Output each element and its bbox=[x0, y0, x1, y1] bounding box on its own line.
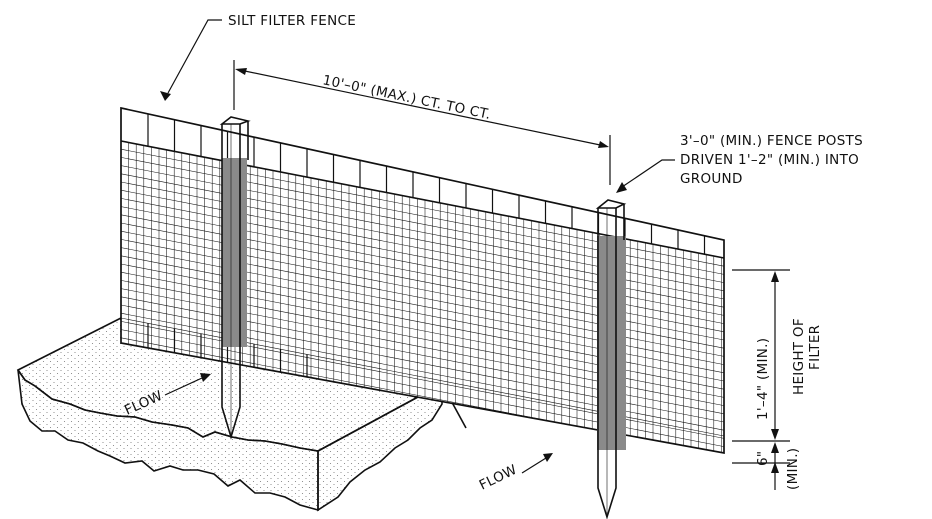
label-flow-bottom: FLOW bbox=[477, 462, 520, 494]
label-filter-height: 1'–4" (MIN.) bbox=[755, 338, 771, 420]
flow-arrow-bottom: FLOW bbox=[477, 453, 553, 494]
dim-line bbox=[239, 69, 606, 147]
post-left-top bbox=[219, 116, 251, 160]
label-fence-posts-line2: DRIVEN 1'–2" (MIN.) INTO bbox=[680, 152, 859, 168]
flow-bottom-shaft bbox=[521, 457, 547, 474]
posts-leader-arrowhead bbox=[616, 182, 627, 193]
label-post-spacing: 10'–0" (MAX.) CT. TO CT. bbox=[321, 72, 492, 123]
leader-line bbox=[167, 19, 222, 94]
flow-bottom-arrowhead bbox=[543, 453, 553, 462]
dim-arrow-right bbox=[598, 141, 609, 148]
callout-fence-posts: 3'–0" (MIN.) FENCE POSTS DRIVEN 1'–2" (M… bbox=[616, 133, 863, 193]
callout-silt-filter-fence: SILT FILTER FENCE bbox=[160, 13, 356, 101]
fence-post-left bbox=[219, 116, 251, 440]
dimension-filter-height: 1'–4" (MIN.) HEIGHT OF FILTER 6" (MIN.) bbox=[732, 269, 823, 490]
fence-post-right bbox=[595, 199, 627, 519]
post-left-shadow bbox=[222, 158, 247, 347]
flow-left-shaft bbox=[164, 377, 203, 396]
label-fence-posts-line1: 3'–0" (MIN.) FENCE POSTS bbox=[680, 133, 863, 149]
ground-right-face bbox=[317, 382, 443, 512]
fabric-bottom-band bbox=[147, 323, 308, 377]
height-arrow-bottom bbox=[771, 429, 779, 440]
label-fence-posts-line3: GROUND bbox=[680, 171, 743, 187]
ground-front-face bbox=[17, 369, 319, 512]
posts-leader-line bbox=[621, 159, 675, 188]
height-arrow-top bbox=[771, 271, 779, 282]
fabric-outline bbox=[120, 106, 725, 455]
label-embed-min: (MIN.) bbox=[785, 448, 801, 490]
flow-left-arrowhead bbox=[200, 373, 211, 382]
post-right-top bbox=[595, 199, 627, 240]
label-filter: FILTER bbox=[807, 325, 823, 370]
leader-arrowhead bbox=[160, 91, 171, 101]
embed-arrow-bottom bbox=[771, 462, 779, 473]
label-embed-depth: 6" bbox=[755, 451, 771, 466]
fabric-background bbox=[121, 108, 724, 453]
ground-block bbox=[16, 317, 467, 512]
embed-arrow-top bbox=[771, 442, 779, 453]
label-silt-filter-fence: SILT FILTER FENCE bbox=[228, 13, 356, 29]
label-height-of: HEIGHT OF bbox=[791, 318, 807, 395]
post-right-shadow bbox=[597, 236, 626, 450]
dim-arrow-left bbox=[235, 68, 247, 75]
